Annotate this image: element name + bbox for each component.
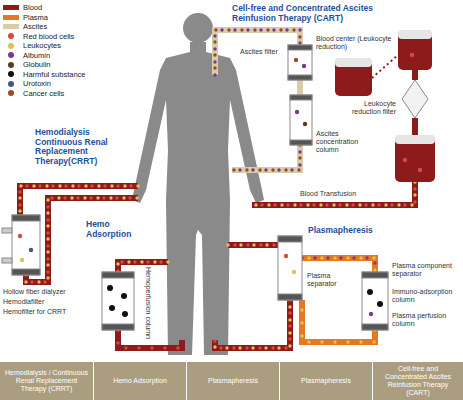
therapy-band-cell: Plasmapheresis [186, 362, 279, 400]
columns [2, 45, 388, 330]
part-label: Hollow fiber dialyzer [3, 288, 93, 296]
legend-text: Urotoxin [23, 79, 51, 88]
tube-particles [20, 30, 415, 348]
band-text: Cell-free and Concentrated Ascites Reinf… [376, 365, 460, 397]
part-label: Hemofilter for CRRT [3, 308, 93, 316]
legend-text: Red blood cells [23, 32, 74, 41]
band-text: Plasmapheresis [301, 377, 351, 385]
therapy-band-cell: Hemodialysis / Continuous Renal Replacem… [0, 362, 93, 400]
therapy-title: Cell-free and Concentrated Ascites Reinf… [232, 4, 412, 23]
legend-text: Cancer cells [23, 89, 64, 98]
legend-text: Harmful substance [23, 70, 86, 79]
legend-swatch [3, 24, 19, 29]
band-text: Hemodialysis / Continuous Renal Replacem… [3, 369, 90, 393]
part-label: Ascites concentration column [316, 130, 366, 154]
legend-swatch [8, 62, 14, 68]
band-text: Hemo Adsorption [113, 377, 167, 385]
therapy-title: Hemo Adsorption [86, 220, 144, 239]
legend-swatch [8, 90, 14, 96]
part-label: Ascites filter [240, 48, 286, 56]
legend-text: Plasma [23, 13, 48, 22]
therapy-band-cell: Plasmapheresis [279, 362, 372, 400]
legend-swatch [3, 5, 19, 10]
tubes [20, 30, 415, 348]
legend-text: Globulin [23, 60, 51, 69]
legend-swatch [8, 33, 14, 39]
part-label: Blood center (Leukocyte reduction) [316, 35, 394, 51]
legend-swatch [3, 15, 19, 20]
part-label: Plasma separator [307, 272, 357, 288]
tube-particles-2 [20, 30, 415, 348]
legend-text: Blood [23, 3, 42, 12]
part-label: Plasma component separator [392, 262, 460, 278]
part-label: Plasma perfusion column [392, 312, 460, 328]
human-figure [132, 13, 264, 355]
legend-swatch [8, 81, 14, 87]
part-label: Blood Transfusion [300, 190, 372, 198]
therapy-title: Plasmapheresis [308, 226, 388, 236]
legend-text: Albumin [23, 51, 50, 60]
therapy-title: Hemodialysis Continuous Renal Replacemen… [35, 128, 135, 166]
therapy-band-cell: Hemo Adsorption [93, 362, 186, 400]
therapy-band-cell: Cell-free and Concentrated Ascites Reinf… [372, 362, 463, 400]
blood-bags [335, 30, 435, 182]
legend-swatch [8, 43, 14, 49]
part-label: Hemodiafilter [3, 298, 93, 306]
legend-swatch [8, 52, 14, 58]
part-label: Leukocyte reduction filter [338, 100, 396, 116]
part-label: Hemoperfusion column [144, 267, 152, 333]
legend-text: Ascites [23, 22, 47, 31]
legend-text: Leukocytes [23, 41, 61, 50]
legend-swatch [8, 71, 14, 77]
part-label: Immuno-adsorption column [392, 288, 460, 304]
band-text: Plasmapheresis [208, 377, 258, 385]
